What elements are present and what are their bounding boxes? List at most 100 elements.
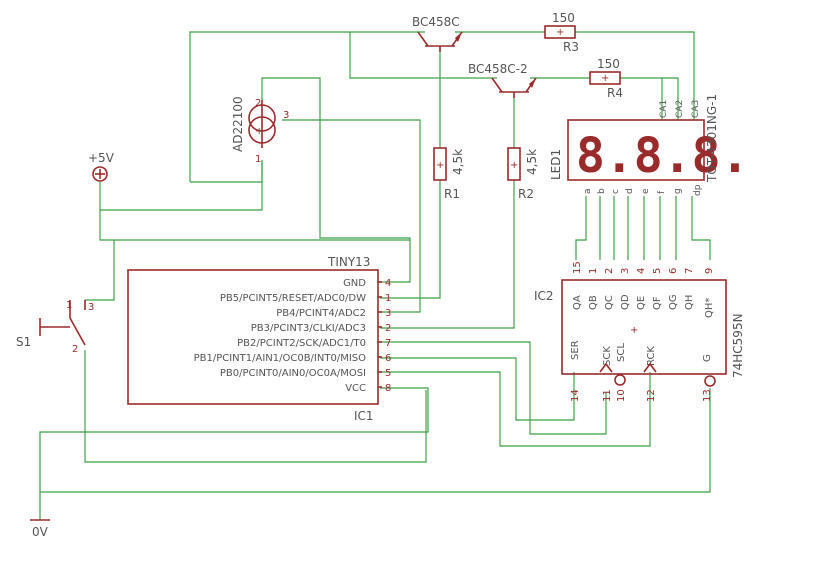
shift-top-pin-number: 7 <box>684 268 695 274</box>
display-seg-dp: dp <box>693 184 703 196</box>
shift-bottom-pin-label: G <box>702 354 713 362</box>
r3-ref: R3 <box>563 40 579 54</box>
resistor-r2: + R2 4,5k <box>507 147 539 201</box>
shift-top-pin-label: QE <box>636 296 647 310</box>
r1-ref: R1 <box>444 187 460 201</box>
display-seg-a: a <box>583 188 593 194</box>
mcu-ref: IC1 <box>354 409 374 423</box>
transistor1-label: BC458C <box>412 15 460 29</box>
shift-top-pin-number: 4 <box>636 268 647 274</box>
shift-top-pin-number: 9 <box>704 268 715 274</box>
svg-text:+: + <box>556 27 564 38</box>
shift-bottom-pin-label: SCL <box>616 343 627 362</box>
seven-segment-display: 8.8.8. LED1 TOT-4301NG-1 CA1 CA2 CA3 a b… <box>549 94 749 196</box>
mcu-pin-number: 5 <box>385 368 391 379</box>
resistor-r1: + R1 4,5k <box>433 147 465 201</box>
shift-bottom-pin-number: 10 <box>616 389 627 402</box>
sck-clock-marker <box>599 362 613 373</box>
mcu-pin-number: 2 <box>385 323 391 334</box>
display-ca2: CA2 <box>675 100 685 118</box>
shift-top-pin-label: QF <box>652 296 663 310</box>
shift-register-74hc595: + IC2 74HC595N 15QA1QB2QC3QD4QE5QF6QG7QH… <box>534 261 745 402</box>
shift-top-pin-label: QA <box>572 295 583 310</box>
switch-pin-2: 2 <box>72 344 78 355</box>
shift-top-pin-number: 3 <box>620 268 631 274</box>
shift-bottom-pin-label: SER <box>570 340 581 360</box>
mcu-pin-label: PB3/PCINT3/CLKI/ADC3 <box>251 323 366 334</box>
r2-ref: R2 <box>518 187 534 201</box>
wire-net <box>39 31 711 520</box>
svg-text:+: + <box>510 160 518 171</box>
shift-top-pin-number: 15 <box>572 261 583 274</box>
shift-top-pin-label: QH* <box>704 298 715 318</box>
mcu-pin-number: 6 <box>385 353 391 364</box>
shift-top-pin-label: QG <box>668 294 679 310</box>
display-ca3: CA3 <box>691 100 701 118</box>
shift-top-pin-number: 6 <box>668 268 679 274</box>
mcu-name: TINY13 <box>327 255 370 269</box>
r1-value: 4,5k <box>451 149 465 175</box>
supply-symbol: +5V <box>88 151 115 182</box>
mcu-pin-number: 8 <box>385 383 391 394</box>
ground-symbol: 0V <box>30 519 50 539</box>
r4-value: 150 <box>597 57 620 71</box>
switch-pin-1: 1 <box>66 300 72 311</box>
mcu-pin-label: PB1/PCINT1/AIN1/OC0B/INT0/MISO <box>194 353 367 364</box>
display-name: TOT-4301NG-1 <box>705 94 719 183</box>
resistor-r3: + 150 R3 <box>544 11 579 54</box>
svg-text:+: + <box>436 160 444 171</box>
display-digits: 8.8.8. <box>576 128 749 184</box>
svg-text:+: + <box>630 325 638 336</box>
scl-inversion-bubble <box>614 374 626 386</box>
switch-pin-3: 3 <box>88 302 94 313</box>
svg-text:+: + <box>255 126 263 137</box>
mcu-pin-label: VCC <box>345 383 366 394</box>
shift-top-pin-number: 1 <box>588 268 599 274</box>
shift-name: 74HC595N <box>731 313 745 378</box>
sensor-pin-1: 1 <box>255 154 261 165</box>
switch-s1: S1 1 2 3 <box>16 300 94 355</box>
ground-label: 0V <box>32 525 49 539</box>
mcu-pin-label: PB0/PCINT0/AIN0/OC0A/MOSI <box>220 368 366 379</box>
display-seg-c: c <box>611 189 621 194</box>
shift-bottom-pin-number: 11 <box>602 389 613 402</box>
shift-bottom-pin-number: 12 <box>646 389 657 402</box>
sensor-pin-3: 3 <box>283 110 289 121</box>
r2-value: 4,5k <box>525 149 539 175</box>
shift-ref: IC2 <box>534 289 554 303</box>
switch-ref: S1 <box>16 335 31 349</box>
transistor2-label: BC458C-2 <box>468 62 528 76</box>
mcu-pin-number: 3 <box>385 308 391 319</box>
resistor-r4: + 150 R4 <box>589 57 623 100</box>
mcu-pin-label: PB4/PCINT4/ADC2 <box>276 308 366 319</box>
display-seg-b: b <box>597 188 607 194</box>
display-seg-d: d <box>625 188 635 194</box>
r4-ref: R4 <box>607 86 623 100</box>
sensor-label: AD22100 <box>231 96 245 152</box>
temperature-sensor: + AD22100 1 2 3 <box>231 96 289 165</box>
rck-clock-marker <box>643 362 657 373</box>
display-seg-f: f <box>657 190 667 194</box>
shift-bottom-pin-label: SCK <box>602 346 613 366</box>
display-seg-g: g <box>673 188 683 194</box>
shift-top-pin-label: QB <box>588 295 599 310</box>
g-inversion-bubble <box>704 375 716 387</box>
display-ref: LED1 <box>549 149 563 180</box>
mcu-pin-label: GND <box>343 278 366 289</box>
display-ca1: CA1 <box>659 100 669 118</box>
svg-text:+: + <box>601 73 609 84</box>
sensor-pin-2: 2 <box>255 98 261 109</box>
shift-top-pin-label: QC <box>604 295 615 310</box>
transistor-bc458c: BC458C <box>412 15 463 52</box>
shift-bottom-pin-label: RCK <box>646 346 657 366</box>
shift-bottom-pin-number: 14 <box>570 389 581 402</box>
mcu-pin-number: 4 <box>385 278 391 289</box>
display-seg-e: e <box>641 188 651 194</box>
shift-top-pin-number: 5 <box>652 268 663 274</box>
mcu-pin-number: 1 <box>385 293 391 304</box>
shift-top-pin-label: QH <box>684 295 695 310</box>
transistor-bc458c-2: BC458C-2 <box>468 62 537 98</box>
shift-top-pin-label: QD <box>620 294 631 310</box>
